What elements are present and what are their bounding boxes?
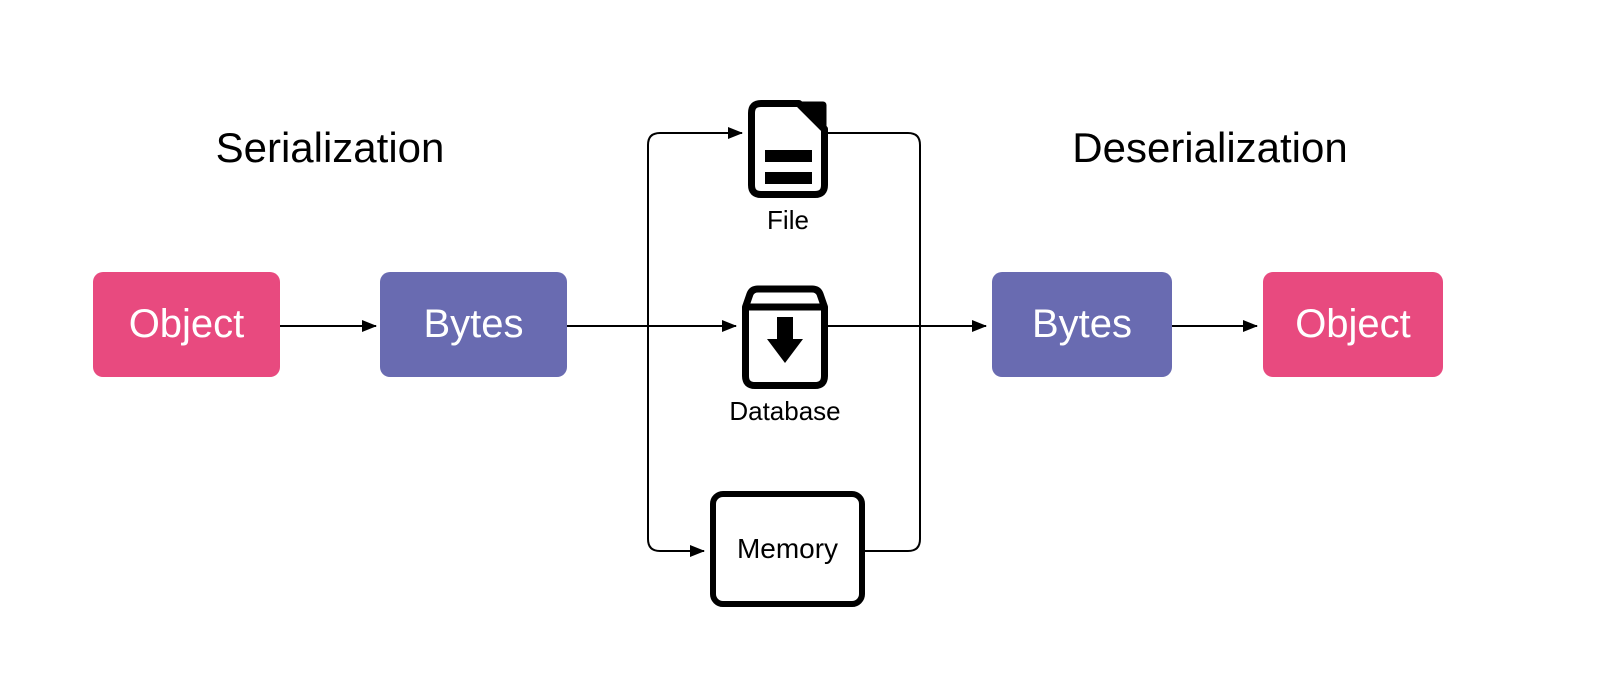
serialization-title: Serialization — [215, 124, 445, 171]
database-label: Database — [729, 396, 841, 426]
line-memory-to-bytes-right — [865, 326, 921, 552]
bytes-node-left-label: Bytes — [423, 302, 524, 346]
file-label: File — [767, 205, 809, 235]
bytes-node-right-label: Bytes — [1031, 302, 1133, 346]
memory-node-label: Memory — [736, 533, 839, 564]
arrow-bytes-left-to-file — [647, 127, 743, 326]
memory-node: Memory — [710, 491, 865, 607]
object-node-right: Object — [1263, 272, 1443, 377]
object-node-left-label: Object — [128, 302, 245, 346]
object-node-left: Object — [93, 272, 280, 377]
file-document-icon — [748, 100, 828, 198]
bytes-node-right: Bytes — [992, 272, 1172, 377]
object-node-right-label: Object — [1295, 302, 1411, 346]
bytes-node-left: Bytes — [380, 272, 567, 377]
line-file-to-bytes-right — [828, 132, 921, 326]
arrow-bytes-left-to-memory — [647, 326, 705, 557]
database-archive-icon — [742, 285, 828, 389]
deserialization-title: Deserialization — [1072, 124, 1348, 171]
